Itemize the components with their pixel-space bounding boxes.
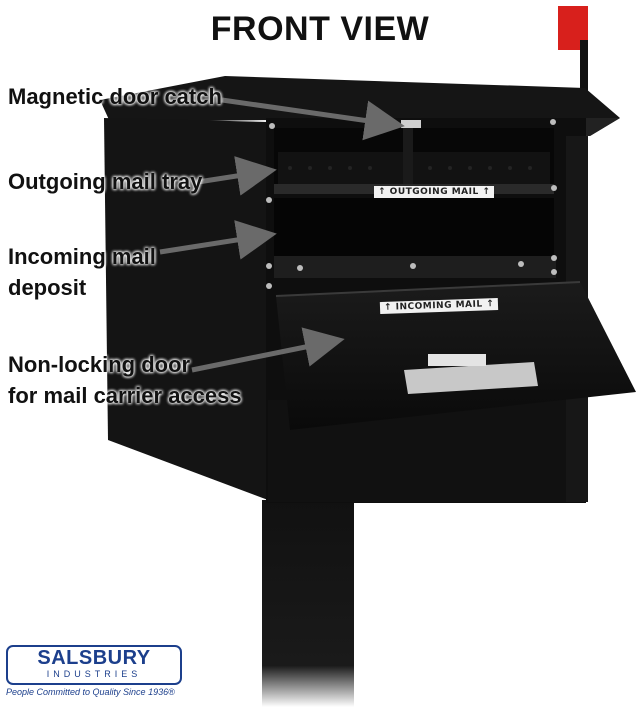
callout-text-line-1: Incoming mail (8, 244, 156, 269)
mailbox-post (262, 500, 354, 707)
brand-subtitle: INDUSTRIES (46, 669, 142, 679)
callout-text: Magnetic door catch (8, 84, 222, 109)
callout-incoming-mail-deposit: Incoming mail deposit (8, 241, 156, 303)
callout-outgoing-mail-tray: Outgoing mail tray (8, 166, 202, 197)
logo-badge: SALSBURY INDUSTRIES (6, 645, 182, 685)
magnetic-catch (401, 120, 421, 128)
outgoing-mail-label: ↑ OUTGOING MAIL ↑ (374, 186, 495, 198)
callout-text-line-2: for mail carrier access (8, 383, 242, 408)
callout-text: Outgoing mail tray (8, 169, 203, 194)
rivets (266, 119, 557, 289)
brand-name: SALSBURY (37, 647, 151, 669)
flag-icon (558, 6, 588, 98)
callout-non-locking-door: Non-locking door for mail carrier access (8, 349, 242, 411)
callout-text-line-2: deposit (8, 275, 87, 300)
brand-tagline: People Committed to Quality Since 1936® (6, 687, 175, 697)
page-title: FRONT VIEW (210, 10, 430, 48)
callout-arrows (159, 97, 405, 373)
callout-magnetic-door-catch: Magnetic door catch (8, 81, 222, 112)
mailbox-side-panel (104, 118, 268, 500)
callout-text-line-1: Non-locking door (8, 352, 191, 377)
salsbury-logo: SALSBURY INDUSTRIES People Committed to … (6, 645, 182, 697)
door-handle (404, 354, 538, 394)
